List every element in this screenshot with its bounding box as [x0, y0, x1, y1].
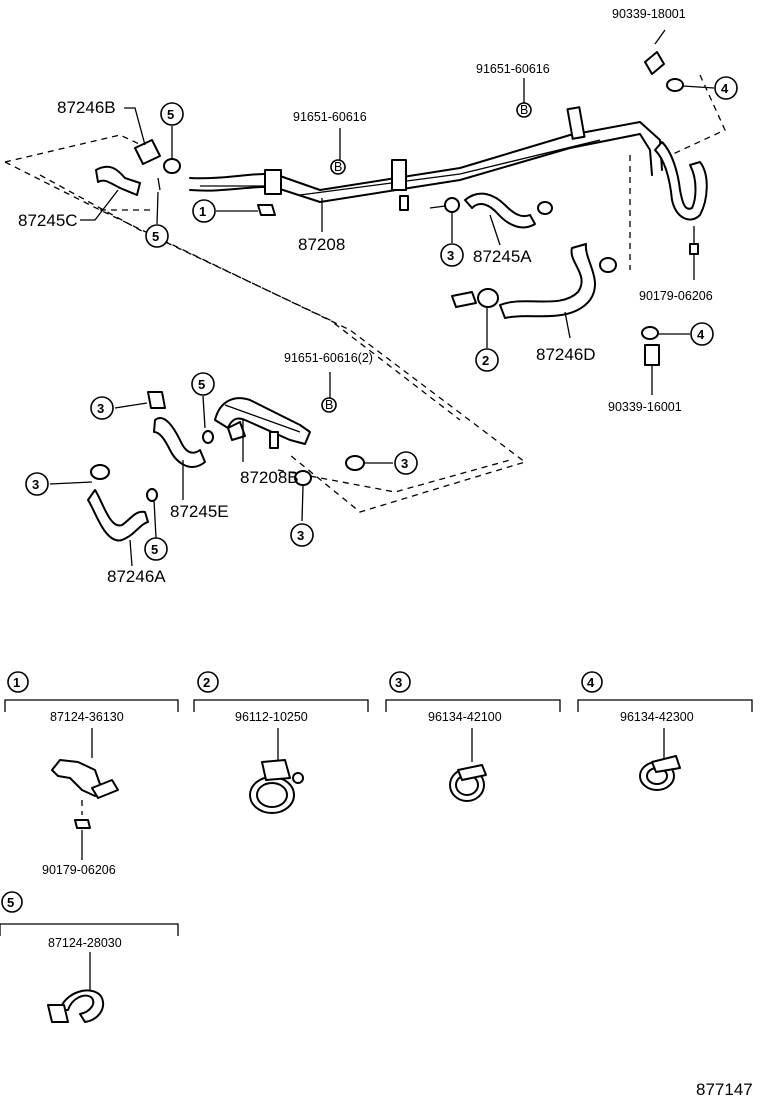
svg-text:1: 1 [199, 204, 206, 219]
hose-87246D [451, 243, 596, 319]
svg-text:1: 1 [13, 675, 20, 690]
legend-1-part: 87124-36130 [50, 710, 124, 724]
svg-text:4: 4 [721, 81, 729, 96]
bolt-marker-c: B [321, 397, 337, 413]
label-91651-60616-2: 91651-60616(2) [284, 351, 373, 365]
svg-text:5: 5 [7, 895, 14, 910]
label-87245A: 87245A [473, 247, 532, 266]
svg-text:B: B [325, 398, 333, 412]
callout-3-c: 3 [25, 472, 49, 496]
svg-text:3: 3 [97, 401, 104, 416]
callout-5-a: 5 [160, 102, 184, 126]
callout-5-c: 5 [191, 372, 215, 396]
fitting-90339-18001 [644, 29, 684, 92]
legend-item-4: 4 96134-42300 [577, 671, 753, 791]
svg-text:4: 4 [697, 327, 705, 342]
label-90339-16001: 90339-16001 [608, 400, 682, 414]
pipe-assembly-87208 [189, 106, 708, 221]
legend-item-2: 2 96112-10250 [193, 671, 369, 814]
legend-item-1: 1 87124-36130 90179-06206 [4, 671, 179, 877]
label-87245C: 87245C [18, 211, 78, 230]
hose-87246A [87, 464, 149, 542]
callout-5-d: 5 [144, 537, 168, 561]
fitting-90339-16001 [641, 226, 699, 395]
clamp-87246D [477, 257, 617, 308]
callout-4-b: 4 [690, 322, 714, 346]
hose-87245A [464, 192, 536, 229]
svg-text:5: 5 [198, 377, 205, 392]
svg-text:5: 5 [167, 107, 174, 122]
label-87208B: 87208B [240, 468, 299, 487]
label-91651-60616-a: 91651-60616 [476, 62, 550, 76]
svg-text:2: 2 [482, 353, 489, 368]
callout-5-b: 5 [145, 224, 169, 248]
leader-lines [49, 78, 715, 567]
svg-text:4: 4 [587, 675, 595, 690]
bolt-marker-b: B [516, 102, 532, 118]
label-87246B: 87246B [57, 98, 116, 117]
svg-text:5: 5 [152, 229, 159, 244]
label-90339-18001: 90339-18001 [612, 7, 686, 21]
pipe-assembly-87208B [214, 397, 311, 449]
label-87246D: 87246D [536, 345, 596, 364]
label-87246A: 87246A [107, 567, 166, 586]
svg-text:3: 3 [297, 528, 304, 543]
diagram-id: 877147 [696, 1080, 753, 1099]
callout-1: 1 [192, 199, 216, 223]
hose-87245C [95, 165, 141, 196]
svg-text:3: 3 [401, 456, 408, 471]
label-87245E: 87245E [170, 502, 229, 521]
legend-1-sub-part: 90179-06206 [42, 863, 116, 877]
callout-3-a: 3 [440, 243, 464, 267]
svg-text:2: 2 [203, 675, 210, 690]
small-clamps-upper [157, 158, 553, 216]
label-91651-60616-b: 91651-60616 [293, 110, 367, 124]
legend-item-5: 5 87124-28030 [0, 891, 179, 1023]
legend-5-part: 87124-28030 [48, 936, 122, 950]
callout-2: 2 [475, 348, 499, 372]
callout-3-e: 3 [290, 523, 314, 547]
legend-2-part: 96112-10250 [235, 710, 308, 724]
svg-text:5: 5 [151, 542, 158, 557]
callout-4-a: 4 [714, 76, 738, 100]
legend-4-part: 96134-42300 [620, 710, 694, 724]
svg-text:3: 3 [395, 675, 402, 690]
hose-87245E [147, 391, 206, 468]
callout-3-b: 3 [90, 396, 114, 420]
legend-item-3: 3 96134-42100 [385, 671, 561, 802]
assembly-outline-upper [4, 74, 726, 513]
svg-text:3: 3 [32, 477, 39, 492]
svg-text:B: B [520, 103, 528, 117]
label-90179-06206: 90179-06206 [639, 289, 713, 303]
svg-text:3: 3 [447, 248, 454, 263]
bolt-marker-a: B [330, 159, 346, 175]
small-clamps-lower [146, 430, 365, 502]
label-87208: 87208 [298, 235, 345, 254]
callout-3-d: 3 [394, 451, 418, 475]
svg-text:B: B [334, 160, 342, 174]
hose-87246B [134, 139, 161, 165]
legend-3-part: 96134-42100 [428, 710, 502, 724]
